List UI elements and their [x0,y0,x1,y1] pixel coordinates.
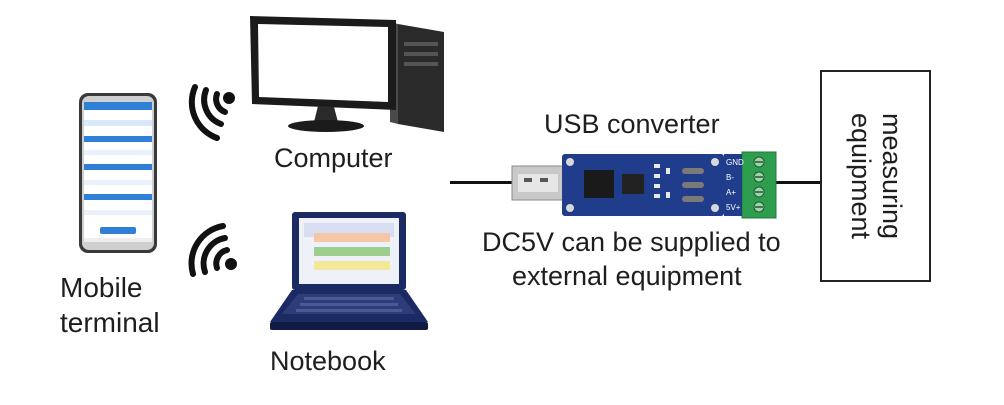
rs485-cable-line [776,181,822,184]
mobile-line-2: terminal [60,307,160,338]
mobile-line-1: Mobile [60,272,143,303]
desktop-computer-icon [250,16,444,132]
usb-converter-icon: GND B- A+ 5V+ [511,151,777,219]
measuring-equipment-box: measuring equipment [820,70,931,282]
laptop-icon [270,212,428,330]
measuring-line-1: measuring [876,112,907,240]
smartphone-icon [79,93,157,253]
pin-label-a: A+ [726,188,736,197]
pin-label-b: B- [726,173,734,182]
dc5v-line-1: DC5V can be supplied to [482,227,781,257]
usb-converter-label: USB converter [544,109,720,139]
wifi-signal-icon [188,84,235,141]
wifi-signal-icon [188,223,237,277]
usb-cable-line [450,181,512,184]
measuring-equipment-label: measuring equipment [844,112,907,240]
mobile-terminal-label: Mobile terminal [60,270,160,340]
dc5v-note: DC5V can be supplied to external equipme… [482,226,781,294]
notebook-label: Notebook [270,346,386,376]
pin-label-5v: 5V+ [726,203,741,212]
dc5v-line-2: external equipment [512,260,742,291]
computer-label: Computer [274,143,393,173]
measuring-line-2: equipment [845,112,876,240]
pin-label-gnd: GND [726,158,744,167]
